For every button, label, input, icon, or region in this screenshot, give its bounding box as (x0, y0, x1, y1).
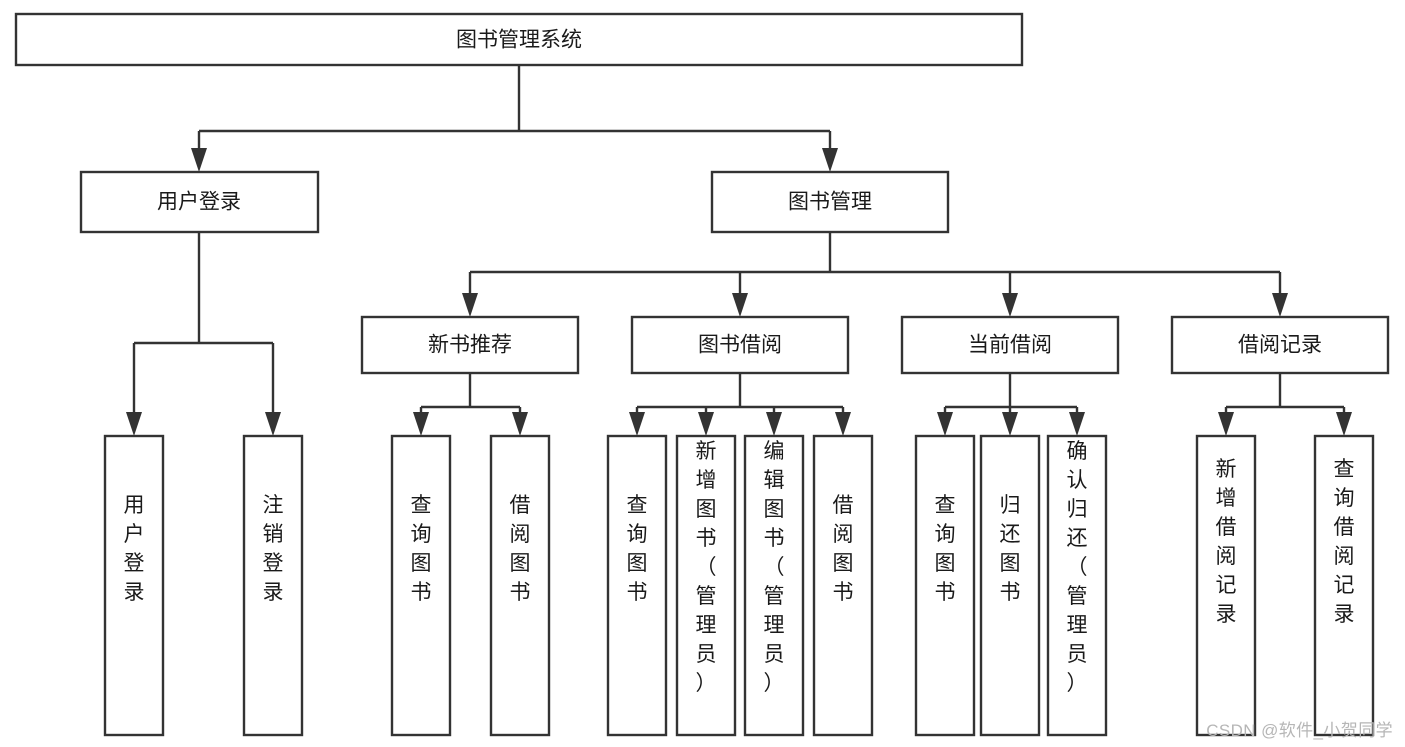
leaf-book-borrow-1-box[interactable] (606, 434, 668, 737)
leaf-current-borrow-3[interactable]: 确认归还（管理员） (1046, 434, 1108, 737)
arrow-leaf-book-borrow-2 (698, 412, 714, 436)
leaf-user-login-1-label: 用户登录 (124, 494, 145, 604)
node-user-login-box[interactable] (79, 170, 320, 234)
node-book-manage-label: 图书管理 (788, 191, 872, 214)
node-book-borrow[interactable]: 图书借阅 (630, 315, 850, 375)
arrow-leaf-current-borrow-3 (1069, 412, 1085, 436)
arrow-leaf-borrow-record-1 (1218, 412, 1234, 436)
leaf-new-book-2-label: 借阅图书 (510, 494, 531, 604)
leaf-current-borrow-2-label: 归还图书 (1000, 494, 1021, 604)
arrow-to-book-borrow (732, 293, 748, 317)
node-new-book-recommend[interactable]: 新书推荐 (360, 315, 580, 375)
leaf-user-login-2-box[interactable] (242, 434, 304, 737)
leaf-book-borrow-4-box[interactable] (812, 434, 874, 737)
leaf-current-borrow-3-label: 确认归还（管理员） (1067, 440, 1088, 695)
connector-layer (126, 65, 1352, 436)
arrow-to-new-book (462, 293, 478, 317)
node-current-borrow[interactable]: 当前借阅 (900, 315, 1120, 375)
leaf-user-login-2-label: 注销登录 (263, 494, 284, 604)
node-borrow-record[interactable]: 借阅记录 (1170, 315, 1390, 375)
leaf-user-login-1-box[interactable] (103, 434, 165, 737)
node-user-login-label: 用户登录 (157, 191, 241, 214)
leaf-book-borrow-2[interactable]: 新增图书（管理员） (675, 434, 737, 737)
arrow-to-user-login (191, 148, 207, 172)
leaf-current-borrow-3-box[interactable] (1046, 434, 1108, 737)
leaf-book-borrow-2-label: 新增图书（管理员） (696, 440, 717, 695)
leaf-current-borrow-2[interactable]: 归还图书 (979, 434, 1041, 737)
arrow-leaf-new-book-1 (413, 412, 429, 436)
leaf-current-borrow-2-box[interactable] (979, 434, 1041, 737)
arrow-leaf-user-login-1 (126, 412, 142, 436)
node-borrow-record-box[interactable] (1170, 315, 1390, 375)
leaf-borrow-record-2-box[interactable] (1313, 434, 1375, 737)
leaf-book-borrow-4[interactable]: 借阅图书 (812, 434, 874, 737)
leaf-borrow-record-2-label: 查询借阅记录 (1334, 458, 1355, 626)
node-book-manage[interactable]: 图书管理 (710, 170, 950, 234)
node-new-book-recommend-box[interactable] (360, 315, 580, 375)
arrow-to-current-borrow (1002, 293, 1018, 317)
leaf-book-borrow-1[interactable]: 查询图书 (606, 434, 668, 737)
leaf-book-borrow-3[interactable]: 编辑图书（管理员） (743, 434, 805, 737)
node-current-borrow-box[interactable] (900, 315, 1120, 375)
node-new-book-recommend-label: 新书推荐 (428, 334, 512, 357)
node-root-label: 图书管理系统 (456, 29, 582, 52)
leaf-book-borrow-3-box[interactable] (743, 434, 805, 737)
csdn-watermark: CSDN @软件_小贺同学 (1206, 721, 1393, 740)
arrow-to-borrow-record (1272, 293, 1288, 317)
leaf-borrow-record-2[interactable]: 查询借阅记录 (1313, 434, 1375, 737)
node-borrow-record-label: 借阅记录 (1238, 334, 1322, 357)
leaf-book-borrow-3-label: 编辑图书（管理员） (764, 440, 785, 695)
leaf-user-login-1[interactable]: 用户登录 (103, 434, 165, 737)
leaf-current-borrow-1-box[interactable] (914, 434, 976, 737)
node-book-manage-box[interactable] (710, 170, 950, 234)
leaf-new-book-1[interactable]: 查询图书 (390, 434, 452, 737)
leaf-book-borrow-2-box[interactable] (675, 434, 737, 737)
leaf-new-book-1-box[interactable] (390, 434, 452, 737)
node-user-login[interactable]: 用户登录 (79, 170, 320, 234)
arrow-leaf-new-book-2 (512, 412, 528, 436)
leaf-new-book-2[interactable]: 借阅图书 (489, 434, 551, 737)
arrow-leaf-book-borrow-1 (629, 412, 645, 436)
arrow-leaf-current-borrow-1 (937, 412, 953, 436)
arrow-leaf-current-borrow-2 (1002, 412, 1018, 436)
arrow-leaf-borrow-record-2 (1336, 412, 1352, 436)
leaf-borrow-record-1-box[interactable] (1195, 434, 1257, 737)
arrow-to-book-manage (822, 148, 838, 172)
arrow-leaf-book-borrow-3 (766, 412, 782, 436)
leaf-book-borrow-1-label: 查询图书 (627, 494, 648, 604)
leaf-current-borrow-1-label: 查询图书 (935, 494, 956, 604)
node-book-borrow-box[interactable] (630, 315, 850, 375)
node-book-borrow-label: 图书借阅 (698, 334, 782, 357)
arrow-leaf-user-login-2 (265, 412, 281, 436)
node-root[interactable]: 图书管理系统 (14, 12, 1024, 67)
node-current-borrow-label: 当前借阅 (968, 334, 1052, 357)
leaf-borrow-record-1[interactable]: 新增借阅记录 (1195, 434, 1257, 737)
node-root-box[interactable] (14, 12, 1024, 67)
leaf-new-book-2-box[interactable] (489, 434, 551, 737)
leaf-new-book-1-label: 查询图书 (411, 494, 432, 604)
leaf-user-login-2[interactable]: 注销登录 (242, 434, 304, 737)
leaf-current-borrow-1[interactable]: 查询图书 (914, 434, 976, 737)
leaf-borrow-record-1-label: 新增借阅记录 (1216, 458, 1237, 626)
arrow-leaf-book-borrow-4 (835, 412, 851, 436)
leaf-book-borrow-4-label: 借阅图书 (833, 494, 854, 604)
